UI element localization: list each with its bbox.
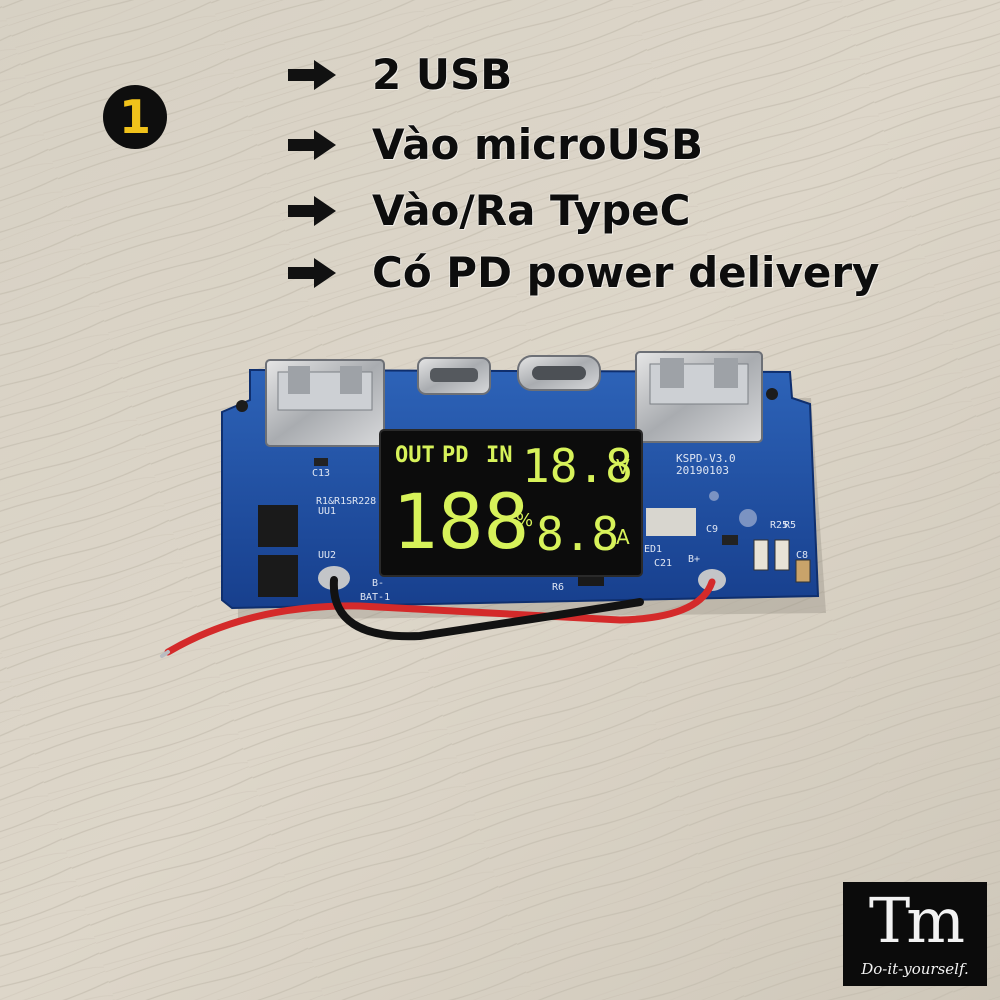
logo-monogram: Tm — [868, 884, 965, 957]
board-ed1-label: ED1 — [644, 544, 662, 555]
usb-a-port-left — [265, 359, 385, 447]
board-uu2-label: UU2 — [318, 550, 336, 561]
brand-logo: Tm Do-it-yourself. — [843, 882, 987, 986]
board-c13-label: C13 — [312, 468, 330, 479]
board-bat-label: BAT-1 — [360, 592, 390, 603]
board-model-label: KSPD-V3.0 — [676, 452, 736, 465]
usb-a-port-right — [635, 351, 763, 443]
step-number-badge: 1 — [103, 85, 167, 149]
arrow-right-icon — [288, 258, 336, 288]
arrow-right-icon — [288, 196, 336, 226]
lcd-label-in: IN — [486, 443, 513, 468]
board-bplus-label: B+ — [688, 554, 700, 565]
board-bminus-label: B- — [372, 578, 384, 589]
red-wire — [164, 578, 716, 656]
board-c8-label: C8 — [796, 550, 808, 561]
step-number: 1 — [118, 90, 151, 144]
micro-usb-port — [417, 357, 491, 395]
board-r6-label: R6 — [552, 582, 564, 593]
feature-label: Vào/Ra TypeC — [372, 186, 691, 235]
arrow-right-icon — [288, 60, 336, 90]
lcd-digits-right-bottom: 8.8 — [536, 507, 619, 561]
chip-uu1 — [258, 505, 298, 547]
lcd-unit-percent: % — [516, 510, 533, 531]
feature-label: Có PD power delivery — [372, 248, 880, 297]
black-wire — [329, 576, 644, 641]
lcd-unit-a: A — [616, 525, 630, 549]
board-c21-label: C21 — [654, 558, 672, 569]
board-resistor-label: R1&R1SR228 — [316, 496, 376, 507]
lcd-unit-v: V — [616, 455, 630, 479]
lcd-display: OUT PD IN 18.8 V 188 % 8.8 A — [379, 429, 643, 577]
board-date-label: 20190103 — [676, 464, 729, 477]
feature-label: Vào microUSB — [372, 120, 704, 169]
board-r25-label: R25 — [770, 520, 788, 531]
board-c9-label: C9 — [706, 524, 718, 535]
arrow-right-icon — [288, 130, 336, 160]
type-c-port — [517, 355, 601, 391]
logo-tagline: Do-it-yourself. — [861, 960, 969, 978]
lcd-label-out: OUT — [395, 443, 435, 468]
lcd-digits-big: 188 — [392, 477, 529, 566]
lcd-digits-right-top: 18.8 — [522, 439, 633, 493]
feature-label: 2 USB — [372, 50, 513, 99]
chip-uu2 — [258, 555, 298, 597]
lcd-label-pd: PD — [442, 443, 469, 468]
board-uu1-label: UU1 — [318, 506, 336, 517]
board-r5-label: R5 — [784, 520, 796, 531]
